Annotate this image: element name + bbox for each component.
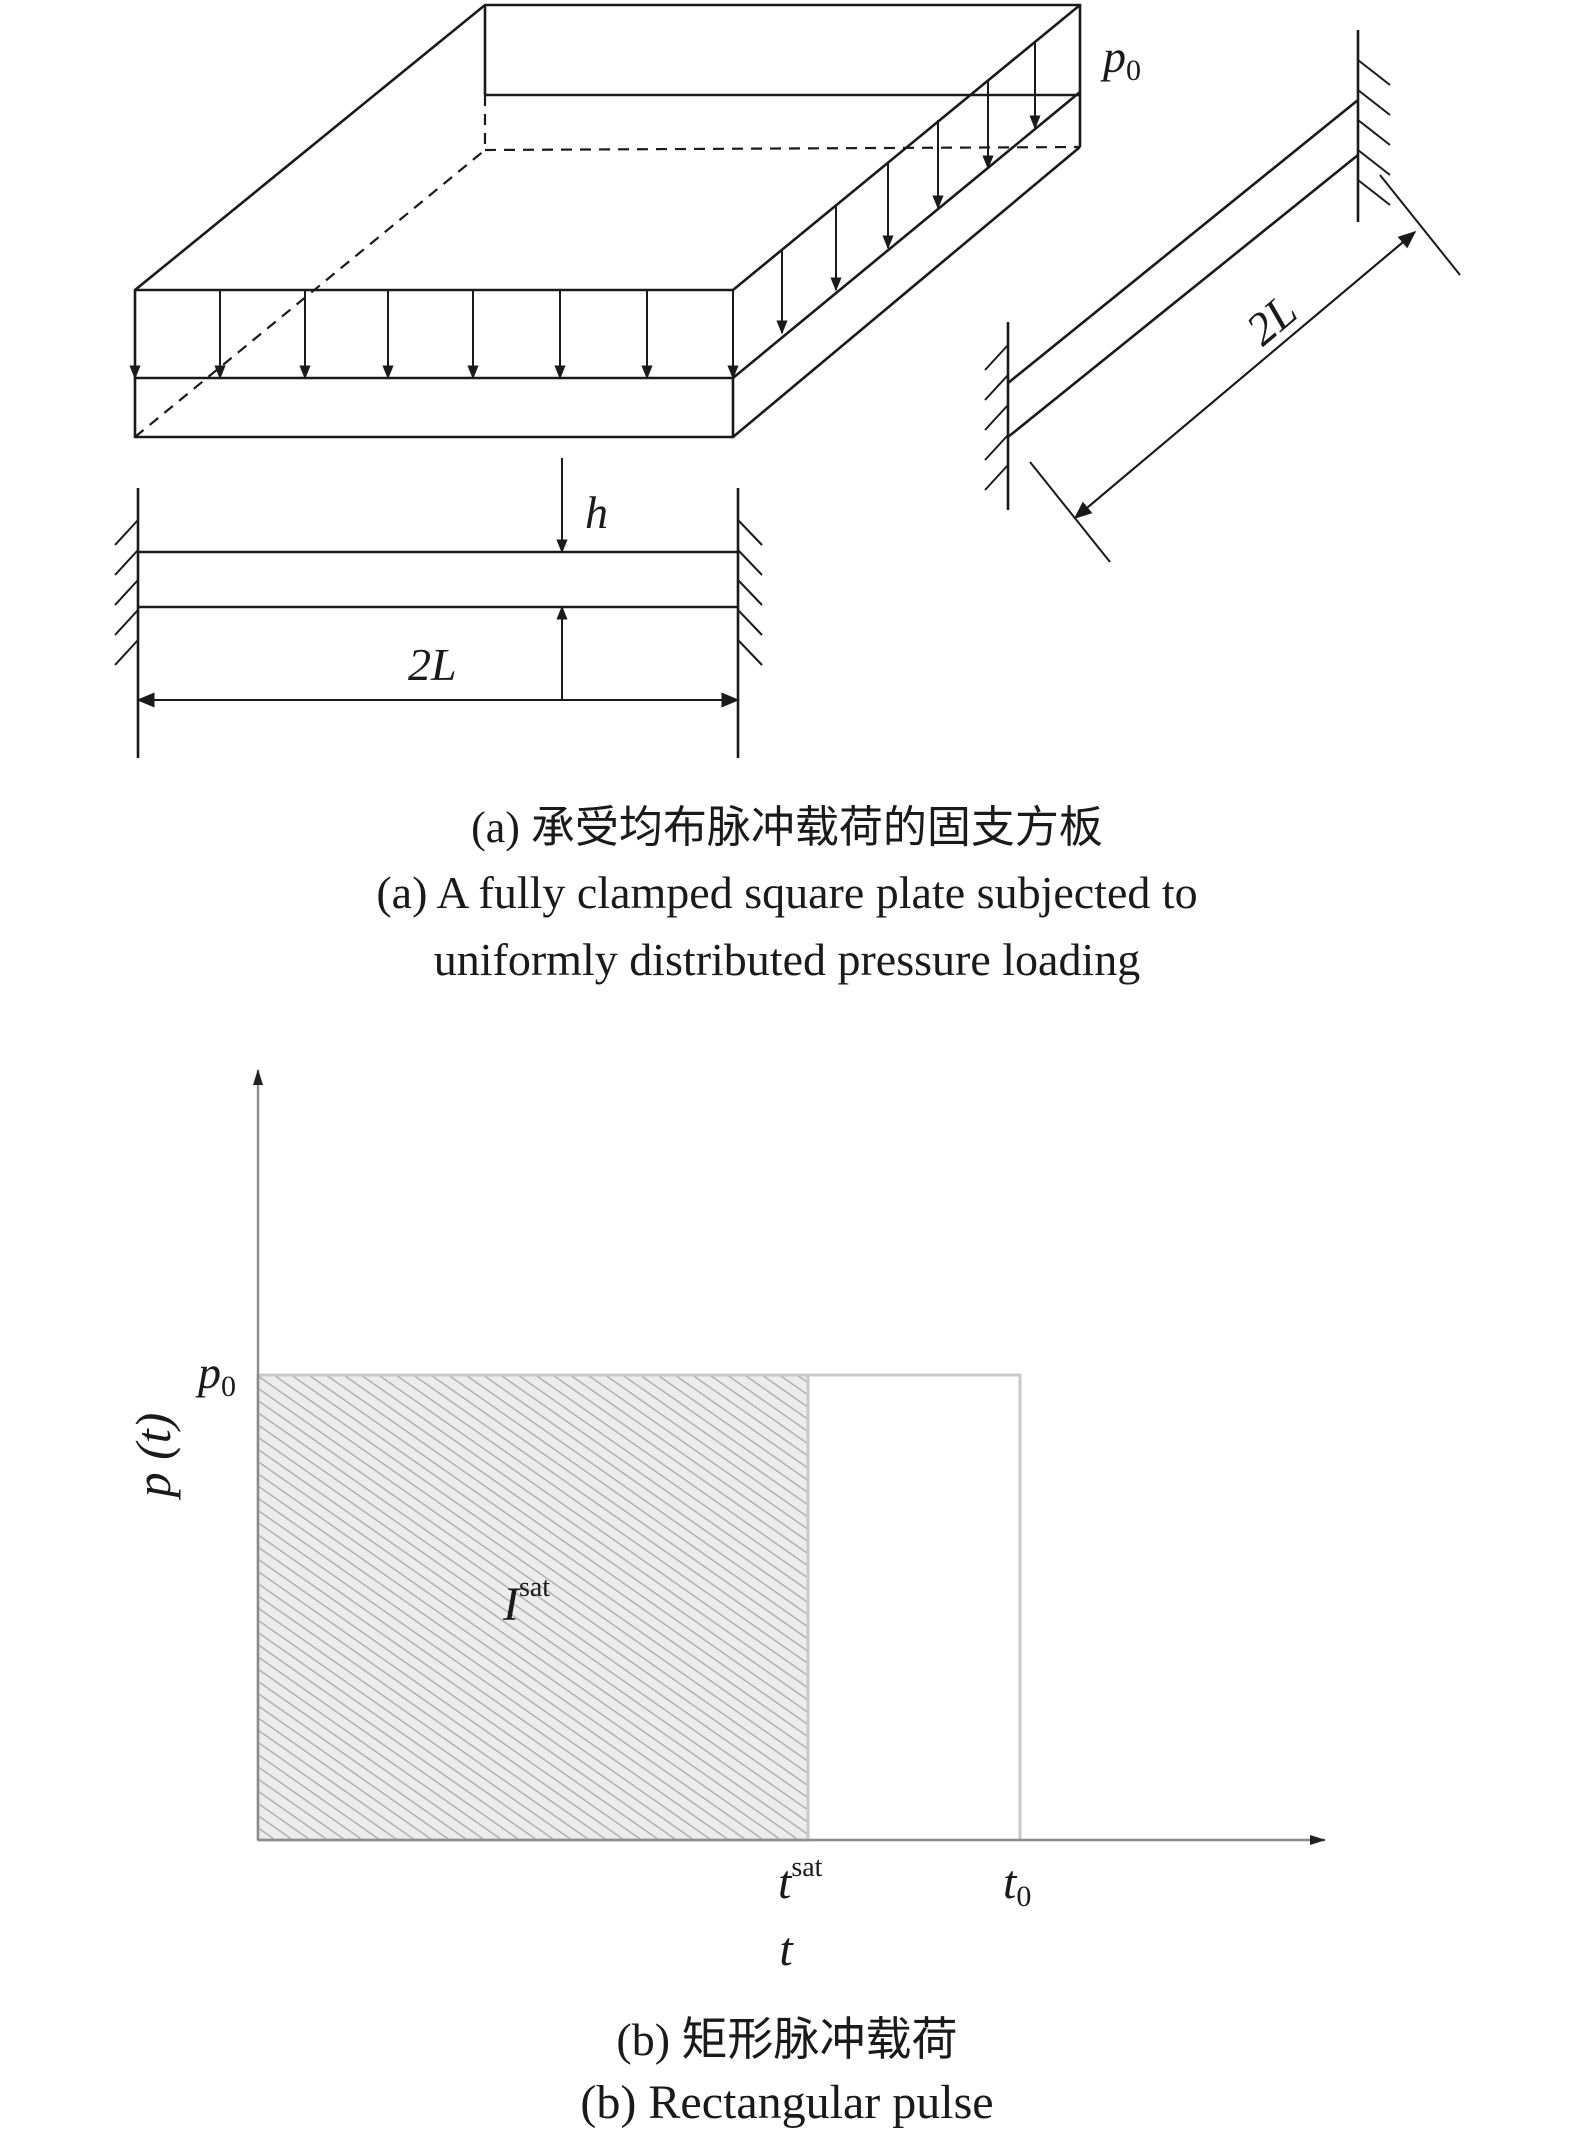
pulse-outline	[808, 1373, 1022, 1840]
impulse-area	[256, 1373, 810, 1842]
tsat-label: tsat	[778, 1852, 823, 1909]
impulse-label: Isat	[502, 1572, 550, 1631]
pressure-label: p0	[1100, 31, 1141, 87]
caption-b-en: (b) Rectangular pulse	[580, 2076, 993, 2129]
plate-3d	[133, 3, 1082, 439]
caption-a-en-line2: uniformly distributed pressure loading	[434, 934, 1141, 985]
x-axis-label: t	[779, 1923, 794, 1976]
pulse-chart	[253, 1069, 1326, 1845]
thickness-label: h	[585, 487, 608, 538]
caption-a-cn: (a) 承受均布脉冲载荷的固支方板	[471, 803, 1103, 852]
t0-label: t0	[1003, 1856, 1031, 1913]
y-axis-label: p (t)	[125, 1413, 181, 1501]
caption-b-cn: (b) 矩形脉冲载荷	[616, 2014, 957, 2065]
front-span-label: 2L	[408, 639, 457, 690]
front-view	[114, 458, 763, 758]
side-span-label: 2L	[1236, 285, 1306, 355]
pressure-arrows	[129, 42, 1041, 380]
caption-a-en-line1: (a) A fully clamped square plate subject…	[376, 867, 1197, 918]
p0-label: p0	[195, 1347, 236, 1403]
side-view	[984, 30, 1461, 563]
